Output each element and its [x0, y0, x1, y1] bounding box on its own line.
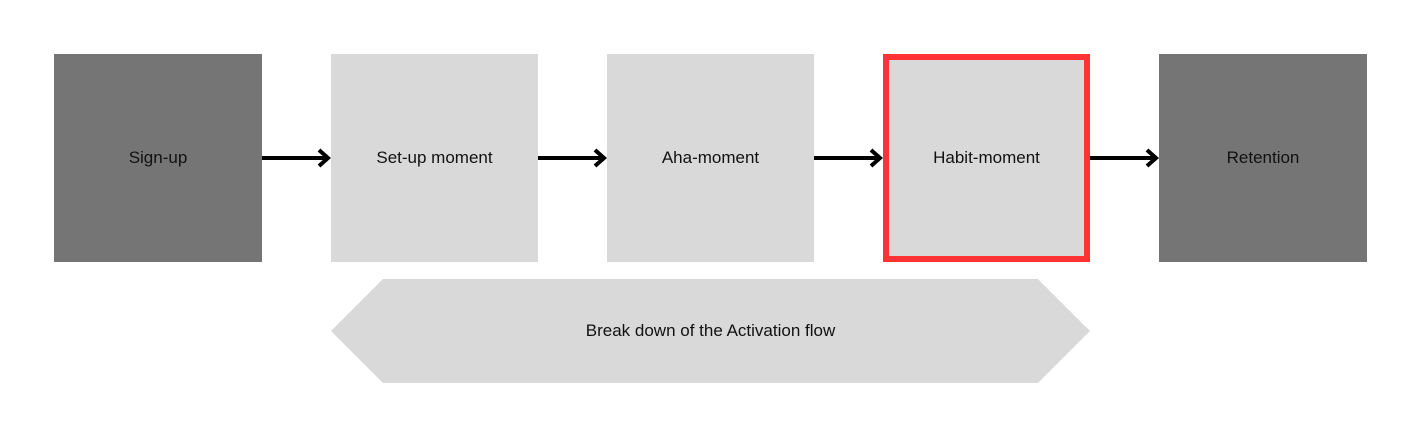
- step-label: Habit-moment: [933, 148, 1040, 167]
- step-aha-moment: Aha-moment: [607, 54, 814, 262]
- arrow-icon: [262, 148, 332, 168]
- step-label: Retention: [1226, 148, 1300, 167]
- step-label: Aha-moment: [661, 148, 760, 167]
- step-set-up-moment: Set-up moment: [331, 54, 538, 262]
- banner-label: Break down of the Activation flow: [585, 321, 836, 340]
- step-label: Set-up moment: [376, 148, 493, 167]
- arrow-icon: [538, 148, 608, 168]
- step-habit-moment: Habit-moment: [883, 54, 1090, 262]
- arrow-icon: [1090, 148, 1160, 168]
- step-retention: Retention: [1159, 54, 1367, 262]
- arrow-icon: [814, 148, 884, 168]
- step-sign-up: Sign-up: [54, 54, 262, 262]
- activation-flow-banner: Break down of the Activation flow: [331, 279, 1090, 383]
- step-label: Sign-up: [128, 148, 188, 167]
